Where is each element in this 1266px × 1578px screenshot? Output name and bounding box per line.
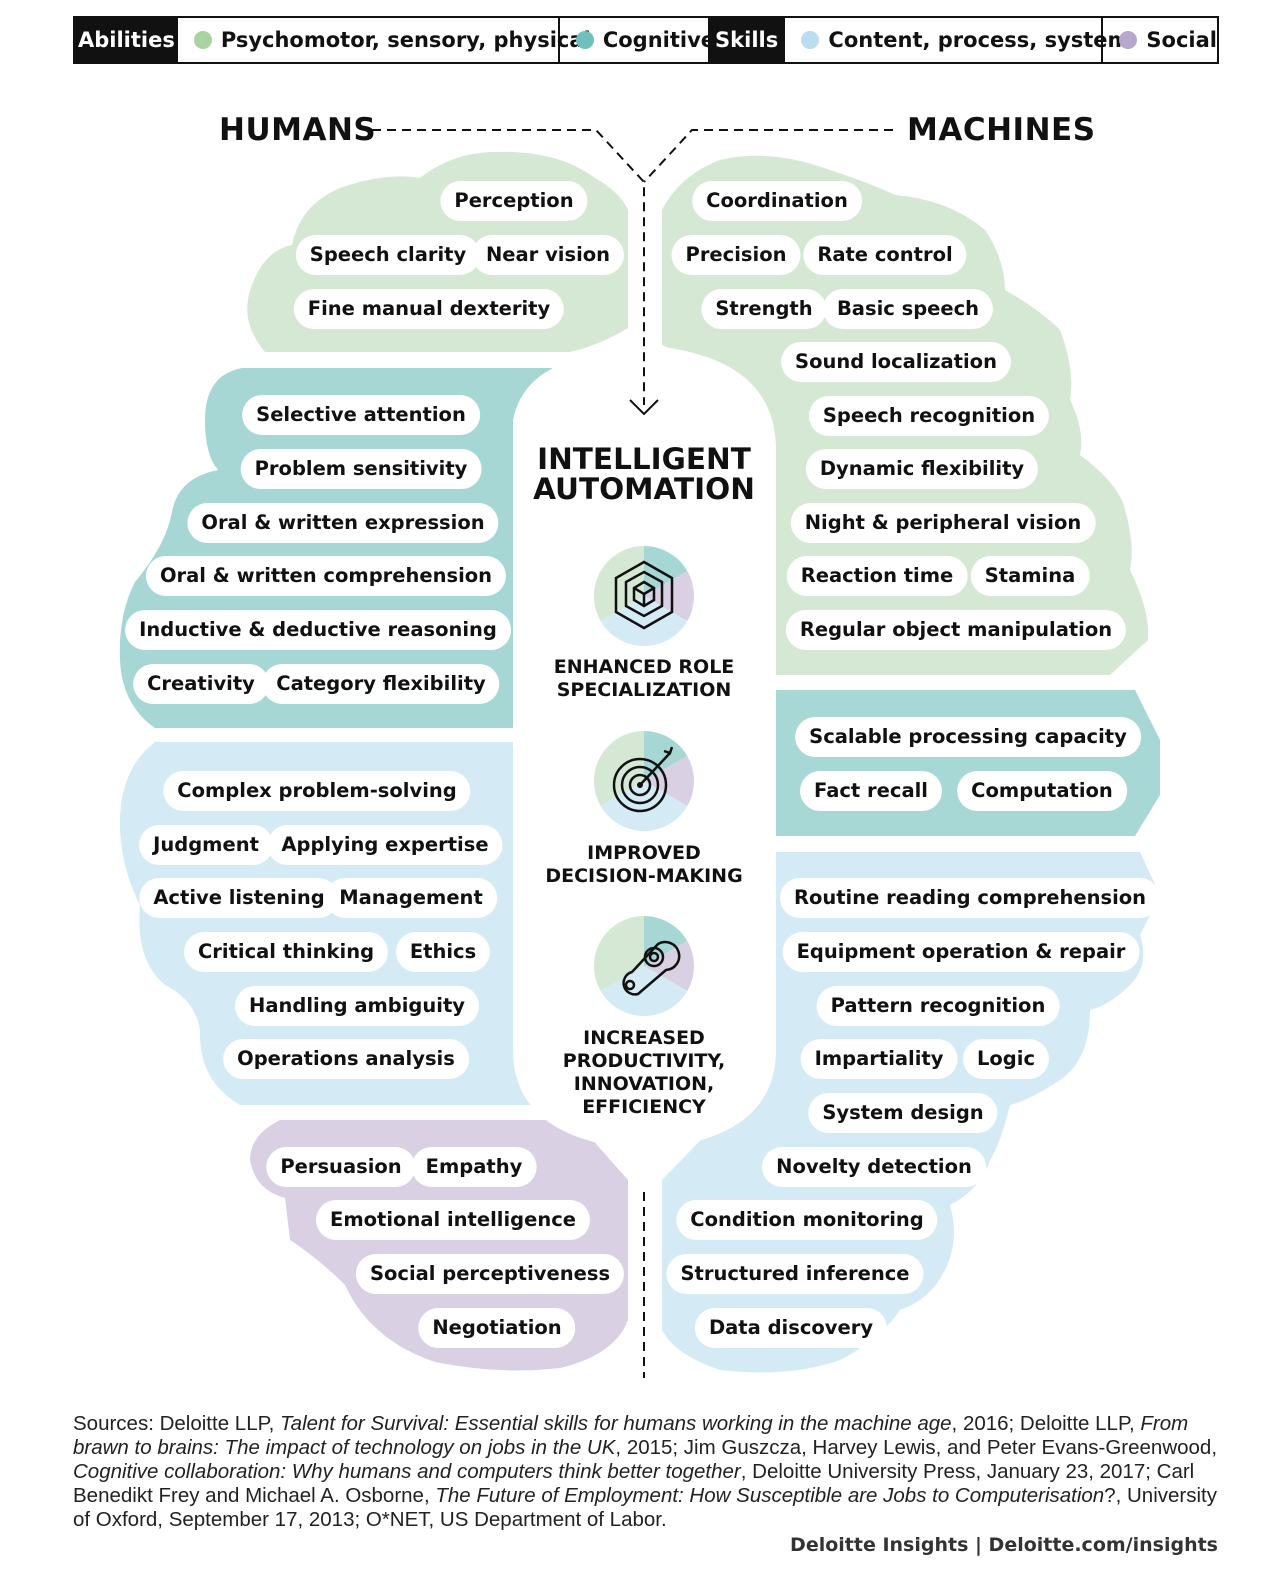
machines-title: MACHINES (907, 112, 1096, 148)
legend-item-content: Content, process, system (785, 18, 1129, 62)
skill-pill: Management (325, 878, 497, 918)
down-arrow-icon (629, 399, 659, 416)
footer-credit: Deloitte Insights | Deloitte.com/insight… (790, 1534, 1218, 1556)
skill-pill: Coordination (692, 181, 862, 221)
skill-pill: Structured inference (666, 1254, 924, 1294)
skill-pill: Perception (440, 181, 588, 221)
sources-part: Sources: Deloitte LLP, (73, 1412, 281, 1435)
legend-abilities-header: Abilities (75, 18, 178, 62)
skill-pill: Stamina (970, 556, 1090, 596)
benefit-label: INCREASED PRODUCTIVITY, INNOVATION, EFFI… (563, 1027, 725, 1119)
skill-pill: Negotiation (418, 1308, 576, 1348)
skill-pill: Emotional intelligence (316, 1200, 590, 1240)
machines-connector-line (643, 129, 893, 183)
skill-pill: Regular object manipulation (785, 610, 1127, 650)
skill-pill: Routine reading comprehension (779, 878, 1161, 918)
legend-item-cognitive: Cognitive (557, 18, 715, 62)
skill-pill: Data discovery (694, 1308, 888, 1348)
skill-pill: Near vision (471, 235, 625, 275)
humans-title: HUMANS (219, 112, 377, 148)
legend-label-content: Content, process, system (828, 28, 1130, 52)
skill-pill: Applying expertise (267, 825, 503, 865)
sources-part: , Deloitte University Press, January 23,… (73, 1460, 1195, 1507)
skill-pill: Computation (957, 771, 1127, 811)
legend-label-social: Social (1146, 28, 1217, 52)
center-title-line1: INTELLIGENT (537, 442, 751, 476)
skill-pill: Ethics (395, 932, 491, 972)
skill-pill: Empathy (411, 1147, 537, 1187)
benefit-line: SPECIALIZATION (556, 679, 732, 701)
skill-pill: Novelty detection (762, 1147, 986, 1187)
source-title: Talent for Survival: Essential skills fo… (280, 1412, 952, 1435)
legend-dot-psychomotor (193, 31, 212, 49)
legend-dot-cognitive (575, 31, 594, 49)
benefit-line: EFFICIENCY (582, 1096, 706, 1118)
skill-pill: Category flexibility (262, 664, 500, 704)
machine-cognitive-region (776, 690, 1160, 836)
benefit-label: ENHANCED ROLE SPECIALIZATION (554, 656, 735, 702)
skill-pill: Strength (701, 289, 827, 329)
skill-pill: Pattern recognition (816, 986, 1060, 1026)
skill-pill: Equipment operation & repair (782, 932, 1140, 972)
legend-skills-header: Skills (707, 18, 786, 62)
skill-pill: Fine manual dexterity (293, 289, 565, 329)
skill-pill: Persuasion (266, 1147, 416, 1187)
source-title: From brawn to brains: The impact of tech… (73, 1412, 1189, 1459)
center-title-line2: AUTOMATION (533, 472, 755, 506)
target-icon (594, 731, 694, 831)
skill-pill: Speech recognition (808, 396, 1050, 436)
benefit-line: PRODUCTIVITY, (562, 1050, 726, 1072)
skill-pill: Fact recall (800, 771, 942, 811)
skill-pill: Impartiality (800, 1039, 958, 1079)
skill-pill: Reaction time (786, 556, 968, 596)
skill-pill: Oral & written expression (187, 503, 499, 543)
sources-part: ?, University of Oxford, September 17, 2… (73, 1484, 1217, 1531)
legend-item-social: Social (1101, 18, 1217, 62)
skill-pill: Basic speech (822, 289, 994, 329)
skill-pill: Complex problem-solving (163, 771, 471, 811)
legend-dot-content (801, 31, 820, 49)
source-title: The Future of Employment: How Susceptibl… (435, 1484, 1105, 1507)
skill-pill: Active listening (139, 878, 339, 918)
legend-label-cognitive: Cognitive (602, 28, 716, 52)
skill-pill: Dynamic flexibility (805, 449, 1039, 489)
skill-pill: Inductive & deductive reasoning (125, 610, 511, 650)
skill-pill: Operations analysis (223, 1039, 469, 1079)
benefit-line: ENHANCED ROLE (553, 656, 735, 678)
skill-pill: Precision (671, 235, 801, 275)
skill-pill: System design (808, 1093, 998, 1133)
gear-link-icon (594, 916, 694, 1016)
skill-pill: Condition monitoring (676, 1200, 938, 1240)
skill-pill: Oral & written comprehension (145, 556, 507, 596)
legend-bar: Abilities Psychomotor, sensory, physical… (73, 16, 1219, 64)
humans-connector-line (372, 129, 645, 405)
cube-icon (594, 546, 694, 646)
legend-label-psychomotor: Psychomotor, sensory, physical (220, 28, 591, 52)
skill-pill: Sound localization (781, 342, 1011, 382)
skill-pill: Scalable processing capacity (795, 717, 1141, 757)
sources-part: , 2015; Jim Guszcza, Harvey Lewis, and P… (615, 1436, 1218, 1459)
skill-pill: Social perceptiveness (355, 1254, 625, 1294)
center-title: INTELLIGENT AUTOMATION (533, 444, 755, 504)
skill-pill: Speech clarity (295, 235, 481, 275)
benefit-line: INCREASED (583, 1027, 705, 1049)
skill-pill: Handling ambiguity (235, 986, 479, 1026)
skill-pill: Judgment (139, 825, 273, 865)
benefit-label: IMPROVED DECISION-MAKING (545, 842, 742, 888)
skill-pill: Logic (962, 1039, 1050, 1079)
skill-pill: Selective attention (242, 395, 480, 435)
legend-dot-social (1119, 31, 1138, 49)
skill-pill: Creativity (133, 664, 269, 704)
benefit-line: DECISION-MAKING (545, 865, 743, 887)
skill-pill: Problem sensitivity (240, 449, 482, 489)
skill-pill: Rate control (803, 235, 967, 275)
source-title: Cognitive collaboration: Why humans and … (73, 1460, 741, 1483)
benefit-line: IMPROVED (587, 842, 701, 864)
legend-item-psychomotor: Psychomotor, sensory, physical (178, 18, 591, 62)
sources-text: Sources: Deloitte LLP, Talent for Surviv… (73, 1412, 1223, 1532)
sources-part: , 2016; Deloitte LLP, (951, 1412, 1141, 1435)
skill-pill: Critical thinking (183, 932, 389, 972)
skill-pill: Night & peripheral vision (790, 503, 1096, 543)
benefit-line: INNOVATION, (573, 1073, 715, 1095)
